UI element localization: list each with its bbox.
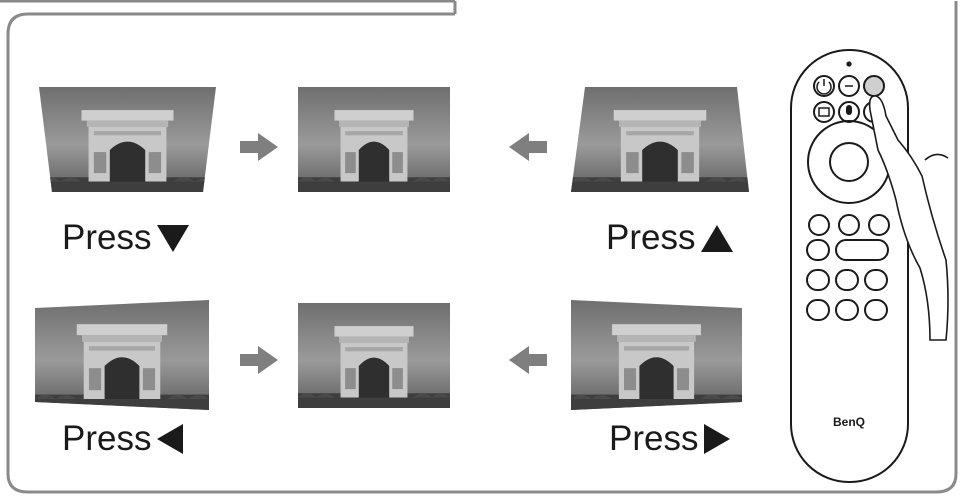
triangle-left-icon [157,424,184,454]
keystone-up-image [571,87,749,192]
home-button[interactable] [838,214,860,236]
press-up-label: Press [606,218,734,258]
app-button-1[interactable] [806,299,830,321]
arrow-icon [509,133,547,161]
remote-control [790,49,909,483]
source-button[interactable] [813,101,835,123]
power-button[interactable] [813,75,835,97]
arrow-icon [240,133,278,161]
input-button[interactable] [838,75,860,97]
equalizer-button[interactable] [864,299,888,321]
mute-button[interactable] [806,239,830,261]
press-text: Press [62,218,152,257]
keystone-button[interactable] [863,75,885,97]
press-text: Press [62,419,152,458]
hand-icon [868,95,949,341]
outer-frame [6,1,958,494]
corrected-image-top [298,87,450,192]
press-left-label: Press [62,419,184,459]
press-text: Press [606,218,696,257]
rewind-button[interactable] [806,269,830,291]
triangle-up-icon [701,224,734,252]
keystone-left-image [35,300,209,410]
press-right-label: Press [609,419,731,459]
keystone-down-image [39,87,216,192]
remote-brand-logo: BenQ [833,415,865,429]
back-button[interactable] [808,214,830,236]
arrow-icon [509,346,547,374]
press-down-label: Press [62,218,190,258]
ok-button[interactable] [829,142,869,182]
settings-button[interactable] [868,214,890,236]
corrected-image-bottom [298,303,450,408]
keystone-right-image [571,300,742,410]
volume-rocker[interactable] [835,239,889,261]
fast-forward-button[interactable] [864,269,888,291]
triangle-down-icon [157,224,190,252]
arrow-icon [240,346,278,374]
picture-mode-button[interactable] [835,299,859,321]
press-text: Press [609,419,699,458]
triangle-right-icon [704,424,731,454]
play-pause-button[interactable] [835,269,859,291]
